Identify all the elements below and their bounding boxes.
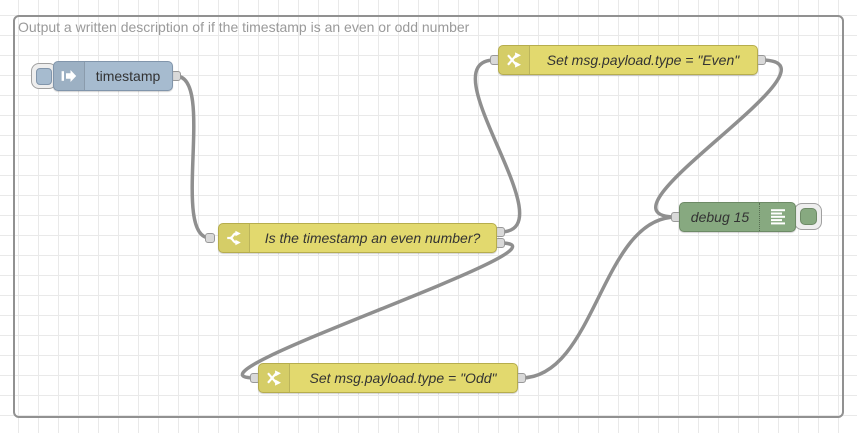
debug-toggle-button[interactable] [794,203,822,230]
fork-icon [219,224,250,252]
shuffle-icon [499,46,530,74]
wire-change-even-to-debug[interactable] [654,58,783,219]
inject-arrow-icon [54,62,85,90]
inject-node-label: timestamp [95,68,161,84]
wire-inject-to-switch[interactable] [174,74,212,240]
group-label: Output a written description of if the t… [18,19,470,35]
switch-input-port[interactable] [205,233,215,243]
wire-switch-out2-to-change-odd[interactable] [241,241,514,380]
change-odd-node-label: Set msg.payload.type = "Odd" [309,370,497,386]
switch-node-label: Is the timestamp an even number? [264,230,481,246]
node-switch-even-check[interactable]: Is the timestamp an even number? [218,223,497,253]
shuffle-icon [259,364,290,392]
node-change-set-even[interactable]: Set msg.payload.type = "Even" [498,45,758,75]
change-even-node-label: Set msg.payload.type = "Even" [546,52,740,68]
node-group-outline[interactable] [13,15,844,418]
wire-change-odd-to-debug[interactable] [519,215,678,380]
inject-trigger-button-inner [36,68,52,85]
node-inject-timestamp[interactable]: timestamp [53,61,173,91]
debug-node-label: debug 15 [690,209,750,225]
wire-switch-out1-to-change-even[interactable] [473,58,522,234]
list-lines-icon [759,203,795,231]
node-change-set-odd[interactable]: Set msg.payload.type = "Odd" [258,363,518,393]
node-debug-15[interactable]: debug 15 [679,202,796,232]
inject-trigger-button[interactable] [31,63,57,89]
debug-toggle-button-inner [800,208,817,225]
